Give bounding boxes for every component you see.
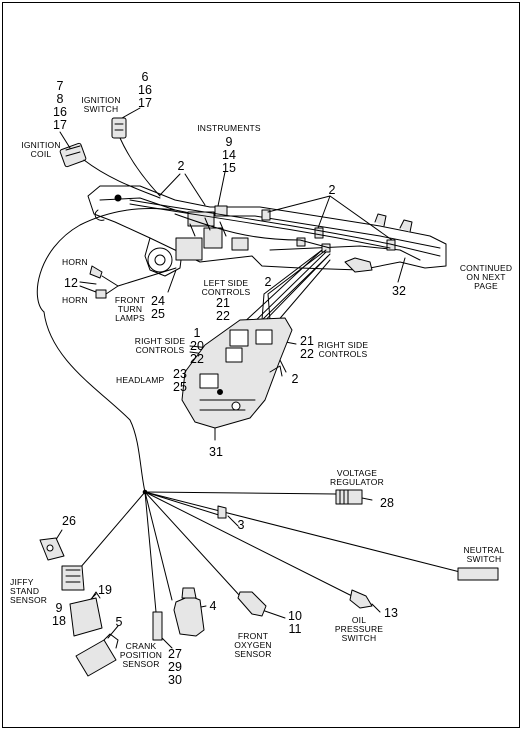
front-oxygen-sensor-label: FRONT OXYGEN SENSOR	[234, 631, 272, 659]
nacelle-callout: 31	[209, 445, 223, 459]
ignition-coil-callout: 7 8 16 17	[53, 79, 67, 132]
clip-callout-controls: 2	[264, 275, 272, 289]
ignition-switch-label: IGNITION SWITCH	[81, 95, 121, 114]
front-turn-lamps-callout: 24 25	[151, 294, 165, 321]
main-harness	[36, 199, 441, 493]
horn-connectors	[79, 265, 177, 299]
harness-callout: 32	[392, 284, 406, 298]
instruments-label: INSTRUMENTS	[197, 123, 261, 133]
horn-label-bottom: HORN	[62, 295, 88, 305]
horn-callout: 12	[64, 276, 78, 290]
frame-backbone	[87, 185, 447, 277]
parts-lower	[39, 489, 499, 677]
clip-callout-headlamp: 2	[291, 372, 299, 386]
ignition-switch-callout: 6 16 17	[138, 70, 152, 110]
voltage-regulator-callout: 28	[380, 496, 394, 510]
part-5-callout: 5	[115, 615, 123, 629]
jiffy-connector-callout: 9 18	[52, 601, 66, 628]
part-19-callout: 19	[98, 583, 112, 597]
right-side-controls-right-callout: 21 22	[300, 334, 314, 361]
right-side-controls-right-label: RIGHT SIDE CONTROLS	[317, 340, 369, 359]
oil-pressure-switch-label: OIL PRESSURE SWITCH	[334, 615, 384, 643]
continued-label: CONTINUED ON NEXT PAGE	[459, 263, 513, 291]
lower-branches	[79, 489, 461, 613]
crank-position-sensor-label: CRANK POSITION SENSOR	[119, 641, 163, 669]
left-side-controls-label: LEFT SIDE CONTROLS	[201, 278, 251, 297]
jiffy-stand-sensor-label: JIFFY STAND SENSOR	[10, 577, 48, 605]
ignition-coil-label: IGNITION COIL	[21, 140, 61, 159]
left-side-controls-callout: 21 22	[216, 296, 230, 323]
jiffy-stand-callout: 26	[62, 514, 76, 528]
oil-pressure-callout: 13	[384, 606, 398, 620]
oxygen-sensor-callout: 10 11	[288, 609, 302, 636]
headlamp-callout: 23 25	[173, 367, 187, 394]
headlamp-label: HEADLAMP	[116, 375, 165, 385]
headlamp-nacelle	[181, 317, 293, 429]
clip-callout-left: 2	[177, 159, 185, 173]
horn-label-top: HORN	[62, 257, 88, 267]
part-4-callout: 4	[209, 599, 217, 613]
instruments-callout: 9 14 15	[222, 135, 236, 175]
front-turn-lamps-label: FRONT TURN LAMPS	[114, 295, 146, 323]
neutral-switch-label: NEUTRAL SWITCH	[463, 545, 505, 564]
ignition-coil	[59, 142, 161, 199]
voltage-regulator-label: VOLTAGE REGULATOR	[330, 468, 384, 487]
ignition-switch	[111, 117, 161, 197]
right-side-controls-left-callout: 1 20 22	[190, 326, 204, 366]
clip-callout-right: 2	[328, 183, 336, 197]
ground-callout: 3	[237, 518, 245, 532]
right-side-controls-left-label: RIGHT SIDE CONTROLS	[134, 336, 186, 355]
crank-sensor-callout: 27 29 30	[168, 647, 182, 687]
